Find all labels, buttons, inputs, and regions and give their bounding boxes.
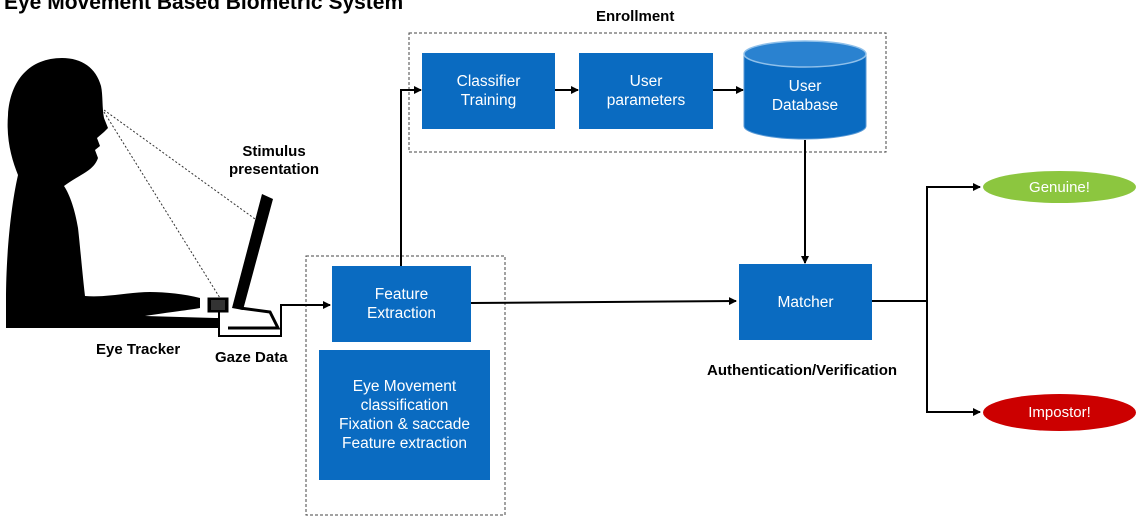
gaze-data-label: Gaze Data bbox=[215, 349, 288, 366]
matcher-box: Matcher bbox=[739, 264, 872, 340]
user-database-label: User Database bbox=[771, 78, 839, 114]
user-database-cylinder bbox=[743, 40, 867, 140]
enrollment-label: Enrollment bbox=[596, 8, 675, 25]
monitor-icon bbox=[228, 194, 281, 330]
feature-extraction-box: Feature Extraction bbox=[332, 266, 471, 342]
page-title: Eye Movement Based Biometric System bbox=[4, 0, 404, 14]
feature-to-classifier-arrow bbox=[400, 86, 422, 266]
eye-tracker-label: Eye Tracker bbox=[96, 341, 181, 358]
classifier-training-box: Classifier Training bbox=[422, 53, 555, 129]
matcher-to-impostor-arrow bbox=[926, 301, 981, 416]
genuine-outcome: Genuine! bbox=[983, 171, 1136, 203]
gaze-line-top bbox=[103, 109, 263, 225]
authentication-verification-label: Authentication/Verification bbox=[707, 362, 898, 379]
feature-to-matcher-arrow bbox=[470, 297, 737, 306]
gaze-line-bottom bbox=[103, 111, 221, 299]
person-silhouette-icon bbox=[6, 58, 220, 328]
impostor-outcome: Impostor! bbox=[983, 394, 1136, 431]
user-parameters-box: User parameters bbox=[579, 53, 713, 129]
gaze-data-arrow bbox=[218, 301, 331, 337]
feature-group-border bbox=[305, 255, 506, 516]
enrollment-group-border bbox=[408, 32, 887, 153]
eye-movement-classification-box: Eye Movement classification Fixation & s… bbox=[319, 350, 490, 480]
matcher-to-genuine-arrow bbox=[926, 183, 981, 301]
stimulus-presentation-label: Stimulus presentation bbox=[229, 143, 320, 178]
